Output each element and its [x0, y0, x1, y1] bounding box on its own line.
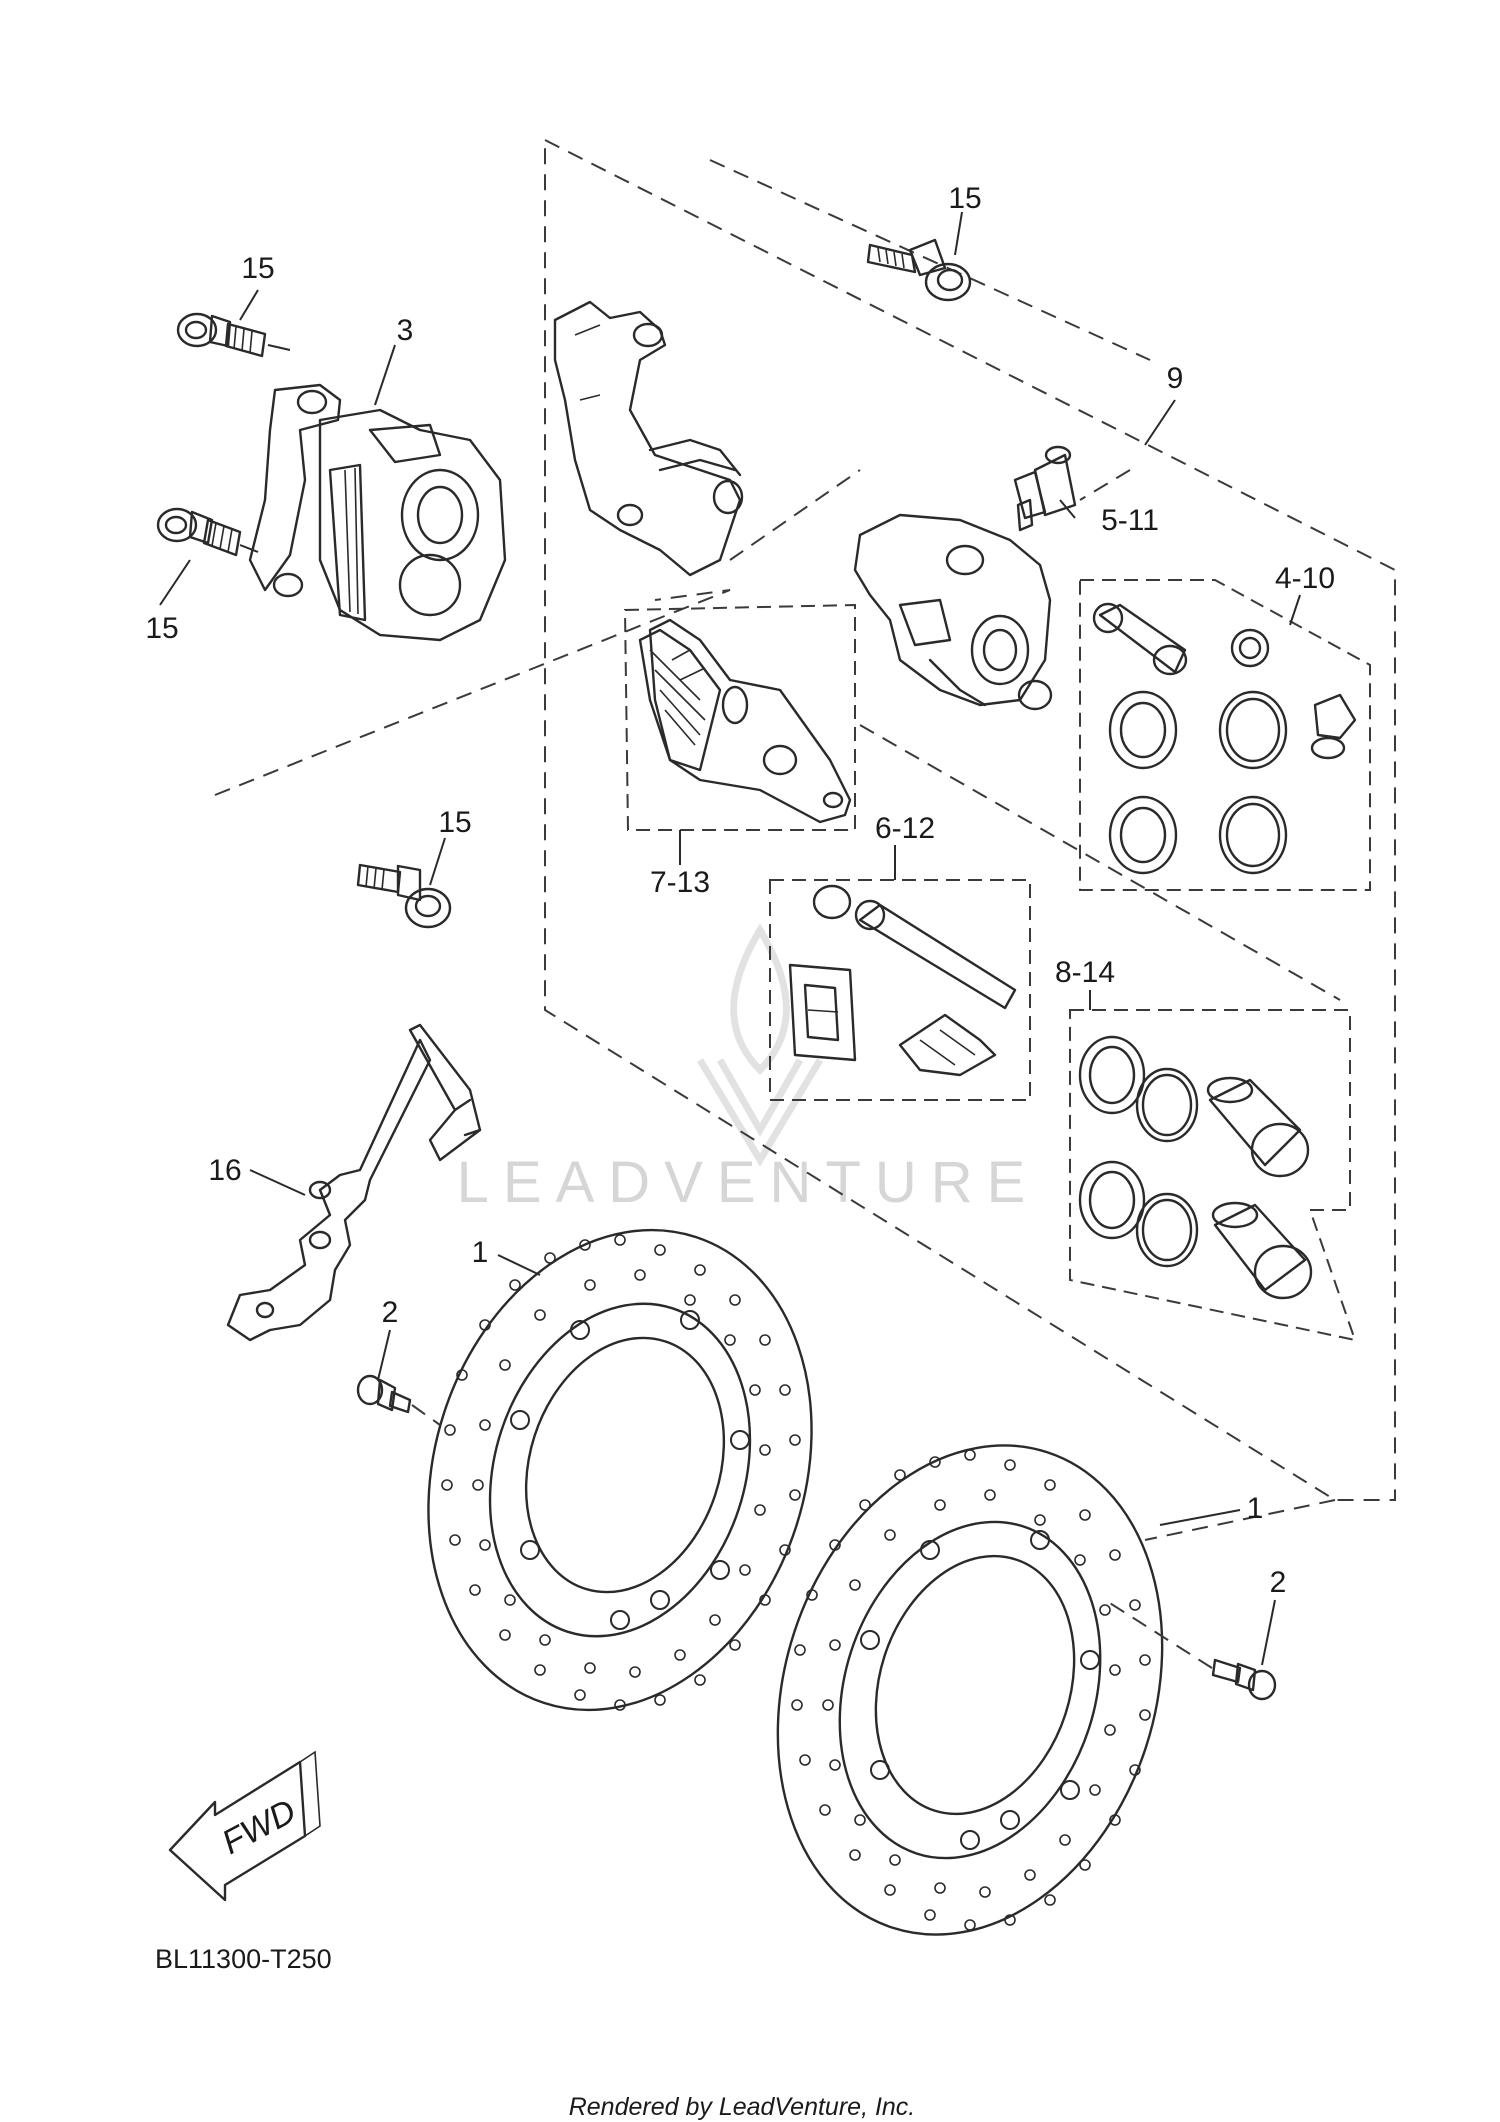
pad-to-piston-dashline — [859, 724, 1341, 1001]
callout-1-right: 1 — [1247, 1492, 1264, 1525]
callout-16: 16 — [208, 1154, 241, 1187]
seal-kit-parts — [1092, 602, 1357, 875]
brake-hose-bracket — [226, 1023, 482, 1342]
callout-15-left-top: 15 — [241, 252, 274, 285]
disc-left-bolts — [510, 1310, 750, 1630]
caliper-bracket-dashline — [729, 469, 861, 561]
callouts: 15 15 3 15 9 5-11 4-10 7-13 6-12 15 8-14… — [145, 182, 1335, 1599]
bolt-left-top — [176, 312, 291, 358]
callout-5-11: 5-11 — [1101, 504, 1159, 537]
caliper-group-outline-inner — [709, 159, 1151, 361]
callout-3: 3 — [397, 314, 414, 347]
bolt-mid — [356, 863, 452, 929]
caliper-bracket — [553, 300, 744, 577]
bolt-left-bottom — [156, 507, 259, 557]
callout-7-13: 7-13 — [650, 866, 710, 899]
disc-left-holes — [441, 1234, 801, 1711]
disc-right-holes — [791, 1449, 1151, 1931]
callout-6-12: 6-12 — [875, 812, 935, 845]
pin-kit-parts — [788, 884, 1017, 1077]
brake-disc-left — [427, 1228, 813, 1712]
watermark-logo — [696, 923, 824, 1167]
brake-disc-right — [776, 1444, 1164, 1936]
watermark-text: LEADVENTURE — [457, 1150, 1040, 1215]
forward-label: FWD — [216, 1792, 302, 1862]
callout-4-10: 4-10 — [1275, 562, 1335, 595]
callout-15-mid: 15 — [438, 806, 471, 839]
seal-kit-box — [1079, 579, 1371, 891]
callout-15-top: 15 — [948, 182, 981, 215]
watermark: LEADVENTURE — [457, 923, 1040, 1215]
bolt-top — [866, 238, 972, 302]
caliper-dashline — [1079, 469, 1131, 501]
callout-15-left-bottom: 15 — [145, 612, 178, 645]
disc-bolt-right — [1104, 1599, 1277, 1701]
leader-lines — [159, 211, 1301, 1666]
bleed-screw — [1013, 445, 1077, 532]
callout-2-right: 2 — [1270, 1566, 1287, 1599]
callout-8-14: 8-14 — [1055, 956, 1115, 989]
pin-kit-box — [769, 879, 1031, 1101]
caliper-group-outline — [544, 139, 1396, 1501]
caliper-body-right — [853, 513, 1053, 711]
pad-set-box — [623, 603, 856, 831]
render-credit: Rendered by LeadVenture, Inc. — [569, 2093, 916, 2121]
caliper-assembly-left — [248, 383, 507, 642]
piston-kit-box — [1069, 1009, 1357, 1342]
forward-direction-arrow: FWD — [168, 1750, 321, 1902]
callout-9: 9 — [1167, 362, 1184, 395]
brake-pads — [638, 618, 852, 824]
pad-group-dashline — [214, 589, 731, 796]
disc-right-bolts — [860, 1530, 1100, 1850]
disc-bolt-left — [356, 1374, 441, 1426]
callout-1-left: 1 — [472, 1236, 489, 1269]
disc-dashline — [1144, 1499, 1336, 1541]
diagram-code: BL11300-T250 — [155, 1944, 332, 1974]
piston-kit-parts — [1078, 1035, 1313, 1300]
callout-2-left: 2 — [382, 1296, 399, 1329]
